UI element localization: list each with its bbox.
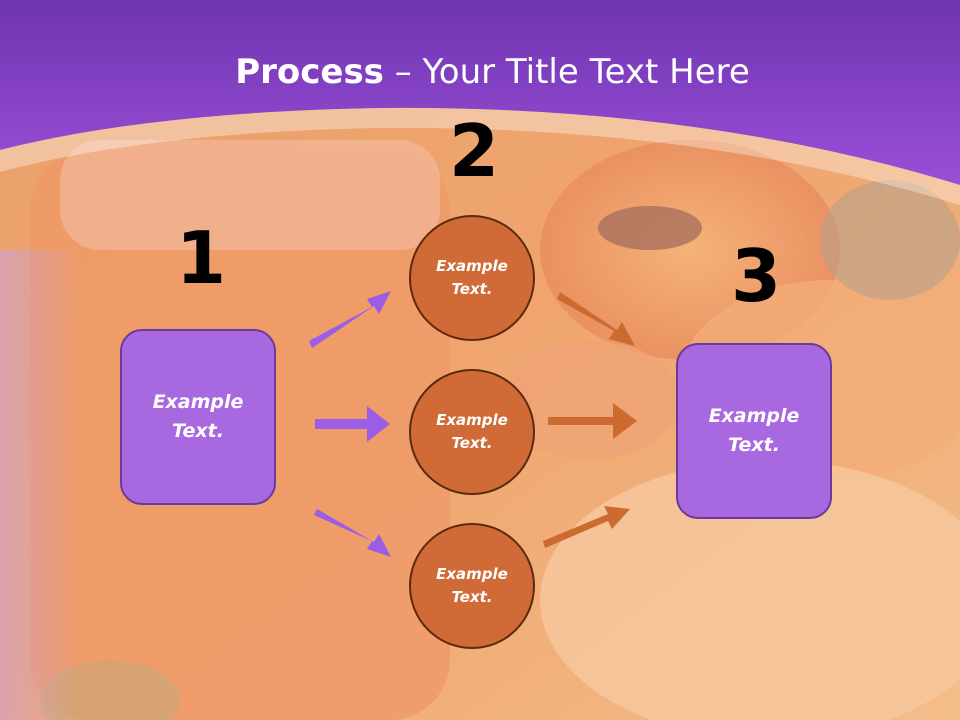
circle-text-middle: Example Text. [436, 411, 508, 452]
step-number-3: 3 [731, 234, 782, 318]
arrow-bottom-to-right [543, 506, 630, 548]
process-circle-bottom[interactable]: Example Text. [409, 523, 535, 649]
process-circle-middle[interactable]: Example Text. [409, 369, 535, 495]
right-box-text: Example Text. [708, 405, 800, 456]
circle-text-top: Example Text. [436, 257, 508, 298]
left-process-box[interactable]: Example Text. [120, 329, 276, 505]
arrow-left-to-top [309, 291, 391, 348]
circle-text-bottom: Example Text. [436, 565, 508, 606]
right-process-box[interactable]: Example Text. [676, 343, 832, 519]
step-number-1: 1 [176, 216, 227, 300]
arrow-left-to-middle [315, 406, 390, 442]
left-box-text: Example Text. [152, 391, 244, 442]
arrow-middle-to-right [548, 403, 637, 439]
title-bold: Process [235, 52, 384, 92]
arrow-left-to-bottom [314, 509, 391, 557]
slide-title: Process – Your Title Text Here [0, 52, 960, 92]
title-rest: – Your Title Text Here [383, 52, 750, 92]
process-circle-top[interactable]: Example Text. [409, 215, 535, 341]
arrow-top-to-right [557, 292, 635, 346]
step-number-2: 2 [449, 109, 500, 193]
